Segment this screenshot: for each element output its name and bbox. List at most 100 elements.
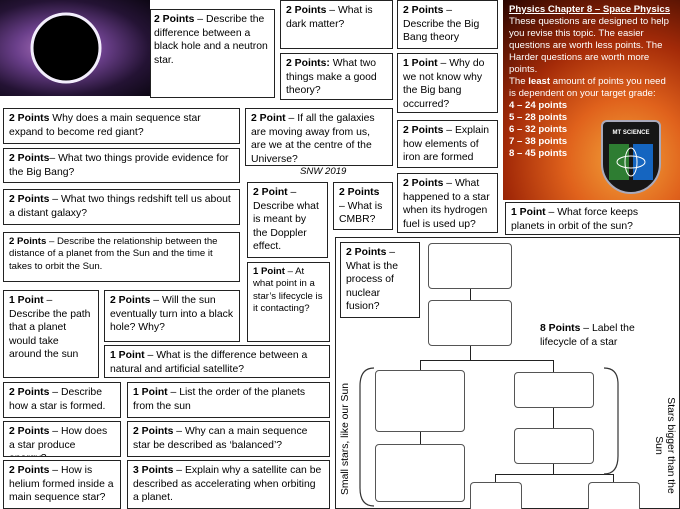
- points-label: 2 Points: [346, 247, 387, 258]
- question-text: – What happened to a star when its hydro…: [403, 178, 490, 230]
- mt-science-badge: MT SCIENCE: [601, 120, 661, 194]
- connector: [470, 289, 471, 300]
- question-text: – Describe how a star is formed.: [9, 387, 106, 412]
- points-label: 3 Points: [133, 465, 174, 476]
- points-label: 2 Points: [286, 5, 327, 16]
- info-intro: These questions are designed to help you…: [509, 15, 670, 75]
- question-contracting: 1 Point – At what point in a star’s life…: [247, 262, 330, 342]
- question-hydrogen: 2 Points – What happened to a star when …: [397, 173, 498, 233]
- question-doppler: 2 Point – Describe what is meant by the …: [247, 182, 328, 258]
- question-text: – What is the process of nuclear fusion?: [346, 247, 398, 313]
- big-star-box-3[interactable]: [470, 482, 522, 509]
- points-label: 1 Point: [9, 295, 44, 306]
- points-label: 2 Point: [251, 113, 286, 124]
- question-text: – Describe the path that a planet would …: [9, 295, 91, 361]
- question-text: – Describe the Big Bang theory: [403, 5, 480, 44]
- big-star-box-2[interactable]: [514, 428, 594, 464]
- question-text: – What is the difference between a natur…: [110, 350, 308, 375]
- points-label: 2 Points: [403, 5, 444, 16]
- points-label: 1 Point: [511, 207, 546, 218]
- question-big-bang-theory: 2 Points – Describe the Big Bang theory: [397, 0, 498, 49]
- question-fusion: 2 Points – What is the process of nuclea…: [340, 242, 420, 318]
- connector: [495, 474, 496, 482]
- question-text: – Explain why a satellite can be describ…: [133, 465, 322, 504]
- snw-label: SNW 2019: [300, 166, 347, 177]
- question-star-formed: 2 Points – Describe how a star is formed…: [3, 382, 121, 418]
- grade-7: 7 – 38 points: [509, 135, 568, 147]
- grade-6: 6 – 32 points: [509, 123, 568, 135]
- small-star-box-1[interactable]: [375, 370, 465, 432]
- connector: [420, 432, 421, 444]
- points-label: 1 Point: [403, 58, 438, 69]
- big-star-box-4[interactable]: [588, 482, 640, 509]
- question-text: – Label the lifecycle of a star: [540, 323, 635, 348]
- question-black-hole-neutron-star: 2 Points – Describe the difference betwe…: [150, 9, 275, 98]
- big-stars-label: Stars bigger than the Sun: [652, 397, 676, 494]
- big-star-box-1[interactable]: [514, 372, 594, 408]
- grade-8: 8 – 45 points: [509, 147, 568, 159]
- points-label: 2 Points: [9, 465, 50, 476]
- question-evidence-big-bang: 2 Points– What two things provide eviden…: [3, 148, 240, 183]
- points-label: 2 Points: [9, 113, 50, 124]
- question-balanced: 2 Points – Why can a main sequence star …: [127, 421, 330, 457]
- question-red-giant: 2 Points Why does a main sequence star e…: [3, 108, 240, 144]
- small-star-box-2[interactable]: [375, 444, 465, 502]
- info-least: The least amount of points you need is d…: [509, 75, 666, 99]
- question-star-energy: 2 Points – How does a star produce energ…: [3, 421, 121, 457]
- question-good-theory: 2 Points: What two things make a good th…: [280, 53, 393, 100]
- question-text: – Why do we not know why the Big bang oc…: [403, 58, 485, 110]
- question-text: – What is dark matter?: [286, 5, 373, 30]
- question-sun-black-hole: 2 Points – Will the sun eventually turn …: [104, 290, 240, 342]
- points-label: 2 Points:: [286, 58, 330, 69]
- points-label: 2 Points: [9, 236, 47, 247]
- question-orbit-force: 1 Point – What force keeps planets in or…: [505, 202, 680, 235]
- connector: [613, 474, 614, 482]
- lifecycle-question: 8 Points – Label the lifecycle of a star: [540, 322, 660, 354]
- points-label: 2 Points: [9, 194, 50, 205]
- question-text: – Describe the difference between a blac…: [154, 14, 268, 66]
- lifecycle-box-2[interactable]: [428, 300, 512, 346]
- points-label: 1 Point: [133, 387, 168, 398]
- question-centre-universe: 2 Point – If all the galaxies are moving…: [245, 108, 393, 166]
- lifecycle-box-1[interactable]: [428, 243, 512, 289]
- points-label: 8 Points: [540, 323, 581, 334]
- connector: [470, 346, 471, 360]
- question-planet-orbit-relationship: 2 Points – Describe the relationship bet…: [3, 232, 240, 282]
- question-text: – What is CMBR?: [339, 200, 383, 226]
- connector: [553, 360, 554, 372]
- big-stars-bracket: [603, 367, 619, 475]
- badge-label: MT SCIENCE: [612, 130, 650, 136]
- info-title: Physics Chapter 8 – Space Physics: [509, 4, 671, 15]
- question-text: What two things make a good theory?: [286, 58, 377, 97]
- small-stars-bracket: [359, 367, 375, 507]
- question-why-big-bang: 1 Point – Why do we not know why the Big…: [397, 53, 498, 113]
- question-text: Why does a main sequence star expand to …: [9, 113, 201, 138]
- points-label: 1 Point: [253, 266, 285, 277]
- connector: [553, 408, 554, 428]
- question-iron: 2 Points – Explain how elements of iron …: [397, 120, 498, 168]
- question-accelerating: 3 Points – Explain why a satellite can b…: [127, 460, 330, 509]
- atom-icon: [609, 143, 653, 180]
- small-stars-label: Small stars, like our Sun: [340, 382, 351, 495]
- question-text: – Describe the relationship between the …: [9, 236, 218, 272]
- question-text: – Explain how elements of iron are forme…: [403, 125, 490, 164]
- question-planet-order: 1 Point – List the order of the planets …: [127, 382, 330, 418]
- points-label: 1 Point: [110, 350, 145, 361]
- connector: [553, 464, 554, 474]
- question-text: – Why can a main sequence star be descri…: [133, 426, 308, 451]
- points-label: 2 Points: [9, 153, 50, 164]
- connector: [495, 474, 613, 475]
- points-label: 2 Points: [339, 187, 380, 198]
- black-hole-image: [0, 0, 150, 96]
- points-label: 2 Points: [403, 125, 444, 136]
- question-text: – What force keeps planets in orbit of t…: [511, 207, 639, 232]
- points-label: 2 Points: [154, 14, 195, 25]
- question-text: – Will the sun eventually turn into a bl…: [110, 295, 234, 334]
- info-panel: Physics Chapter 8 – Space Physics These …: [503, 0, 680, 200]
- points-label: 2 Points: [133, 426, 174, 437]
- question-text: – How is helium formed inside a main seq…: [9, 465, 114, 504]
- points-label: 2 Points: [9, 426, 50, 437]
- question-text: – At what point in a star’s lifecycle is…: [253, 266, 323, 315]
- question-helium: 2 Points – How is helium formed inside a…: [3, 460, 121, 509]
- question-text: – What two things provide evidence for t…: [9, 153, 229, 178]
